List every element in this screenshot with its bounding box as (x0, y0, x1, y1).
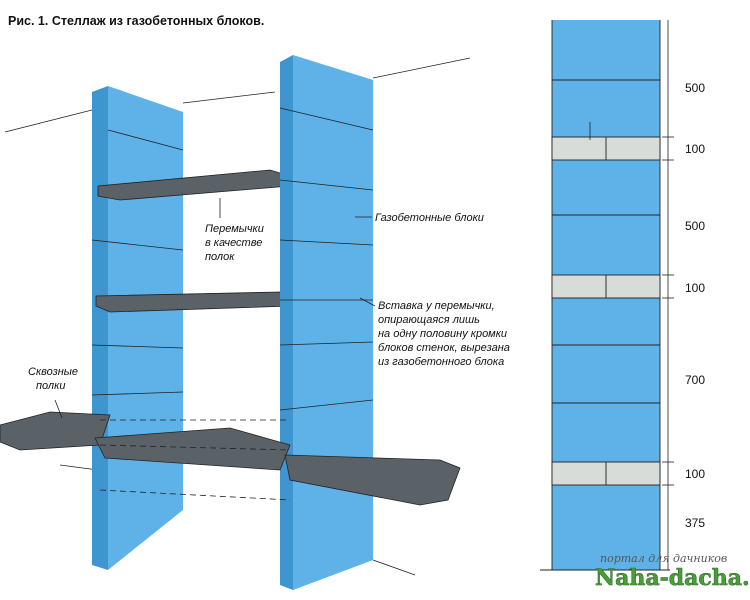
svg-text:в качестве: в качестве (205, 237, 262, 249)
svg-text:Газобетонные блоки: Газобетонные блоки (375, 212, 484, 224)
svg-text:полок: полок (205, 251, 235, 263)
svg-text:Сквозные: Сквозные (28, 366, 78, 378)
label-through-shelves: Сквозные полки (28, 366, 78, 419)
watermark-logo: портал для дачников Naha-dacha.ru (595, 552, 750, 591)
right-block-column (279, 55, 374, 590)
dimension-labels: 500 100 500 100 700 100 375 (685, 81, 705, 530)
middle-lintel-shelf (95, 291, 293, 313)
svg-text:Вставка у перемычки,: Вставка у перемычки, (378, 300, 495, 312)
left-block-column (91, 86, 184, 570)
svg-text:блоков стенок, вырезана: блоков стенок, вырезана (378, 342, 510, 354)
dimension-line (662, 20, 674, 570)
svg-text:375: 375 (685, 516, 705, 530)
through-shelves (0, 411, 461, 506)
label-blocks: Газобетонные блоки (355, 212, 484, 224)
svg-text:на одну половину кромки: на одну половину кромки (378, 328, 507, 340)
svg-text:из газобетонного блока: из газобетонного блока (378, 356, 504, 368)
perspective-lines (4, 57, 471, 576)
svg-text:портал для дачников: портал для дачников (600, 552, 727, 565)
svg-text:полки: полки (36, 380, 65, 392)
svg-text:500: 500 (685, 81, 705, 95)
svg-text:Naha-dacha.ru: Naha-dacha.ru (595, 565, 750, 591)
lintel-blocks (551, 136, 661, 486)
label-lintels: Перемычки в качестве полок (205, 198, 264, 263)
svg-text:100: 100 (685, 281, 705, 295)
svg-text:100: 100 (685, 467, 705, 481)
svg-text:500: 500 (685, 219, 705, 233)
figure-title: Рис. 1. Стеллаж из газобетонных блоков. (8, 14, 264, 28)
svg-text:Перемычки: Перемычки (205, 223, 264, 235)
svg-text:опирающаяся лишь: опирающаяся лишь (378, 314, 480, 326)
svg-text:700: 700 (685, 373, 705, 387)
svg-text:100: 100 (685, 142, 705, 156)
label-insert: Вставка у перемычки, опирающаяся лишь на… (359, 297, 510, 368)
elevation-column (540, 20, 670, 571)
